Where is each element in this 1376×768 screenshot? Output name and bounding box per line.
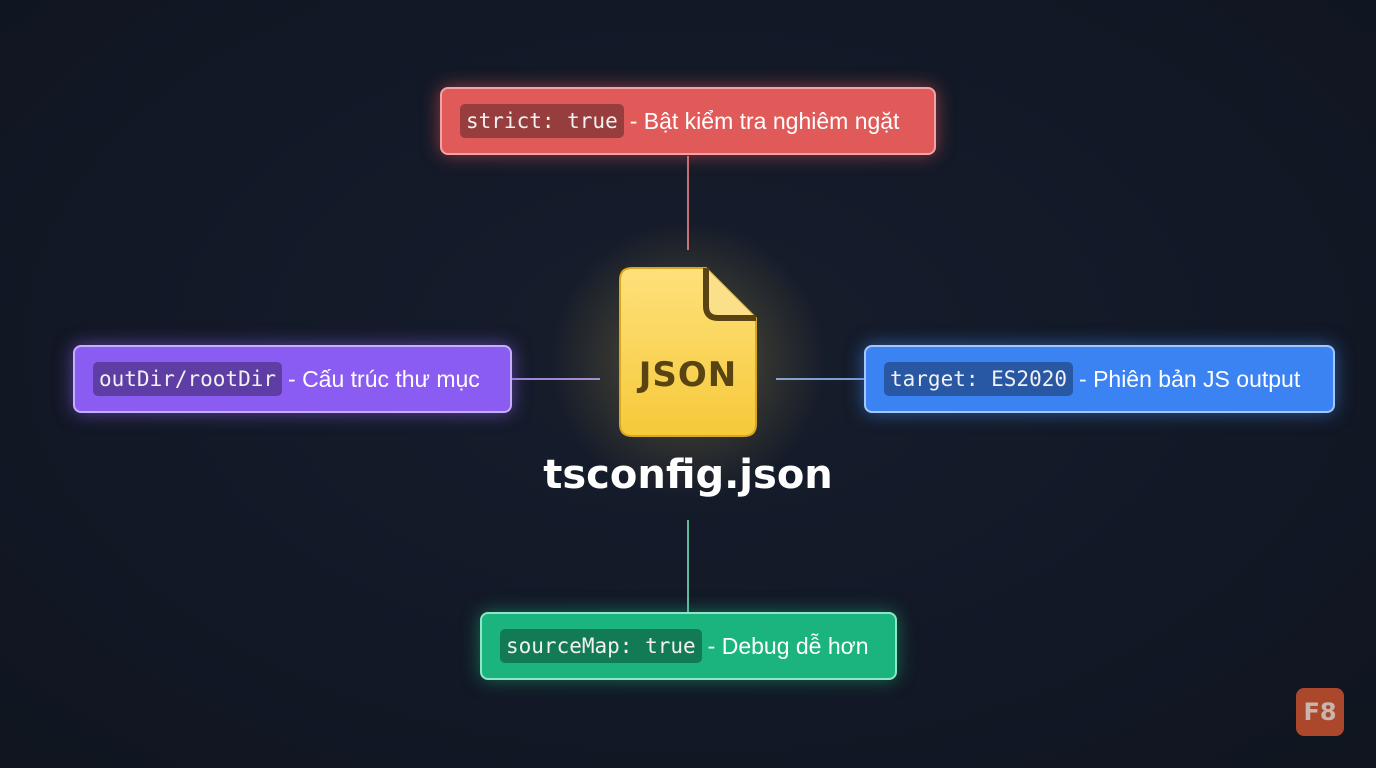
node-target-description: - Phiên bản JS output bbox=[1079, 365, 1301, 392]
node-sourcemap-code: sourceMap: true bbox=[500, 629, 702, 663]
f8-logo: F8 bbox=[1296, 688, 1344, 736]
file-icon-label: JSON bbox=[638, 355, 738, 395]
node-strict-description: - Bật kiểm tra nghiêm ngặt bbox=[629, 107, 900, 134]
node-outdir-rootdir-code: outDir/rootDir bbox=[93, 362, 283, 396]
connector-left bbox=[512, 378, 600, 380]
file-name: tsconfig.json bbox=[543, 452, 833, 498]
node-outdir-rootdir-description: - Cấu trúc thư mục bbox=[288, 365, 480, 392]
node-strict: strict: true - Bật kiểm tra nghiêm ngặt bbox=[440, 87, 936, 155]
node-target: target: ES2020 - Phiên bản JS output bbox=[864, 345, 1335, 413]
connector-bottom bbox=[687, 520, 689, 612]
node-strict-code: strict: true bbox=[460, 104, 624, 138]
node-outdir-rootdir: outDir/rootDir - Cấu trúc thư mục bbox=[73, 345, 512, 413]
connector-top bbox=[687, 156, 689, 250]
f8-logo-text: F8 bbox=[1303, 698, 1337, 726]
connector-right bbox=[776, 378, 864, 380]
node-sourcemap: sourceMap: true - Debug dễ hơn bbox=[480, 612, 897, 680]
node-sourcemap-description: - Debug dễ hơn bbox=[707, 632, 869, 659]
json-file-icon bbox=[619, 267, 757, 437]
node-target-code: target: ES2020 bbox=[884, 362, 1074, 396]
